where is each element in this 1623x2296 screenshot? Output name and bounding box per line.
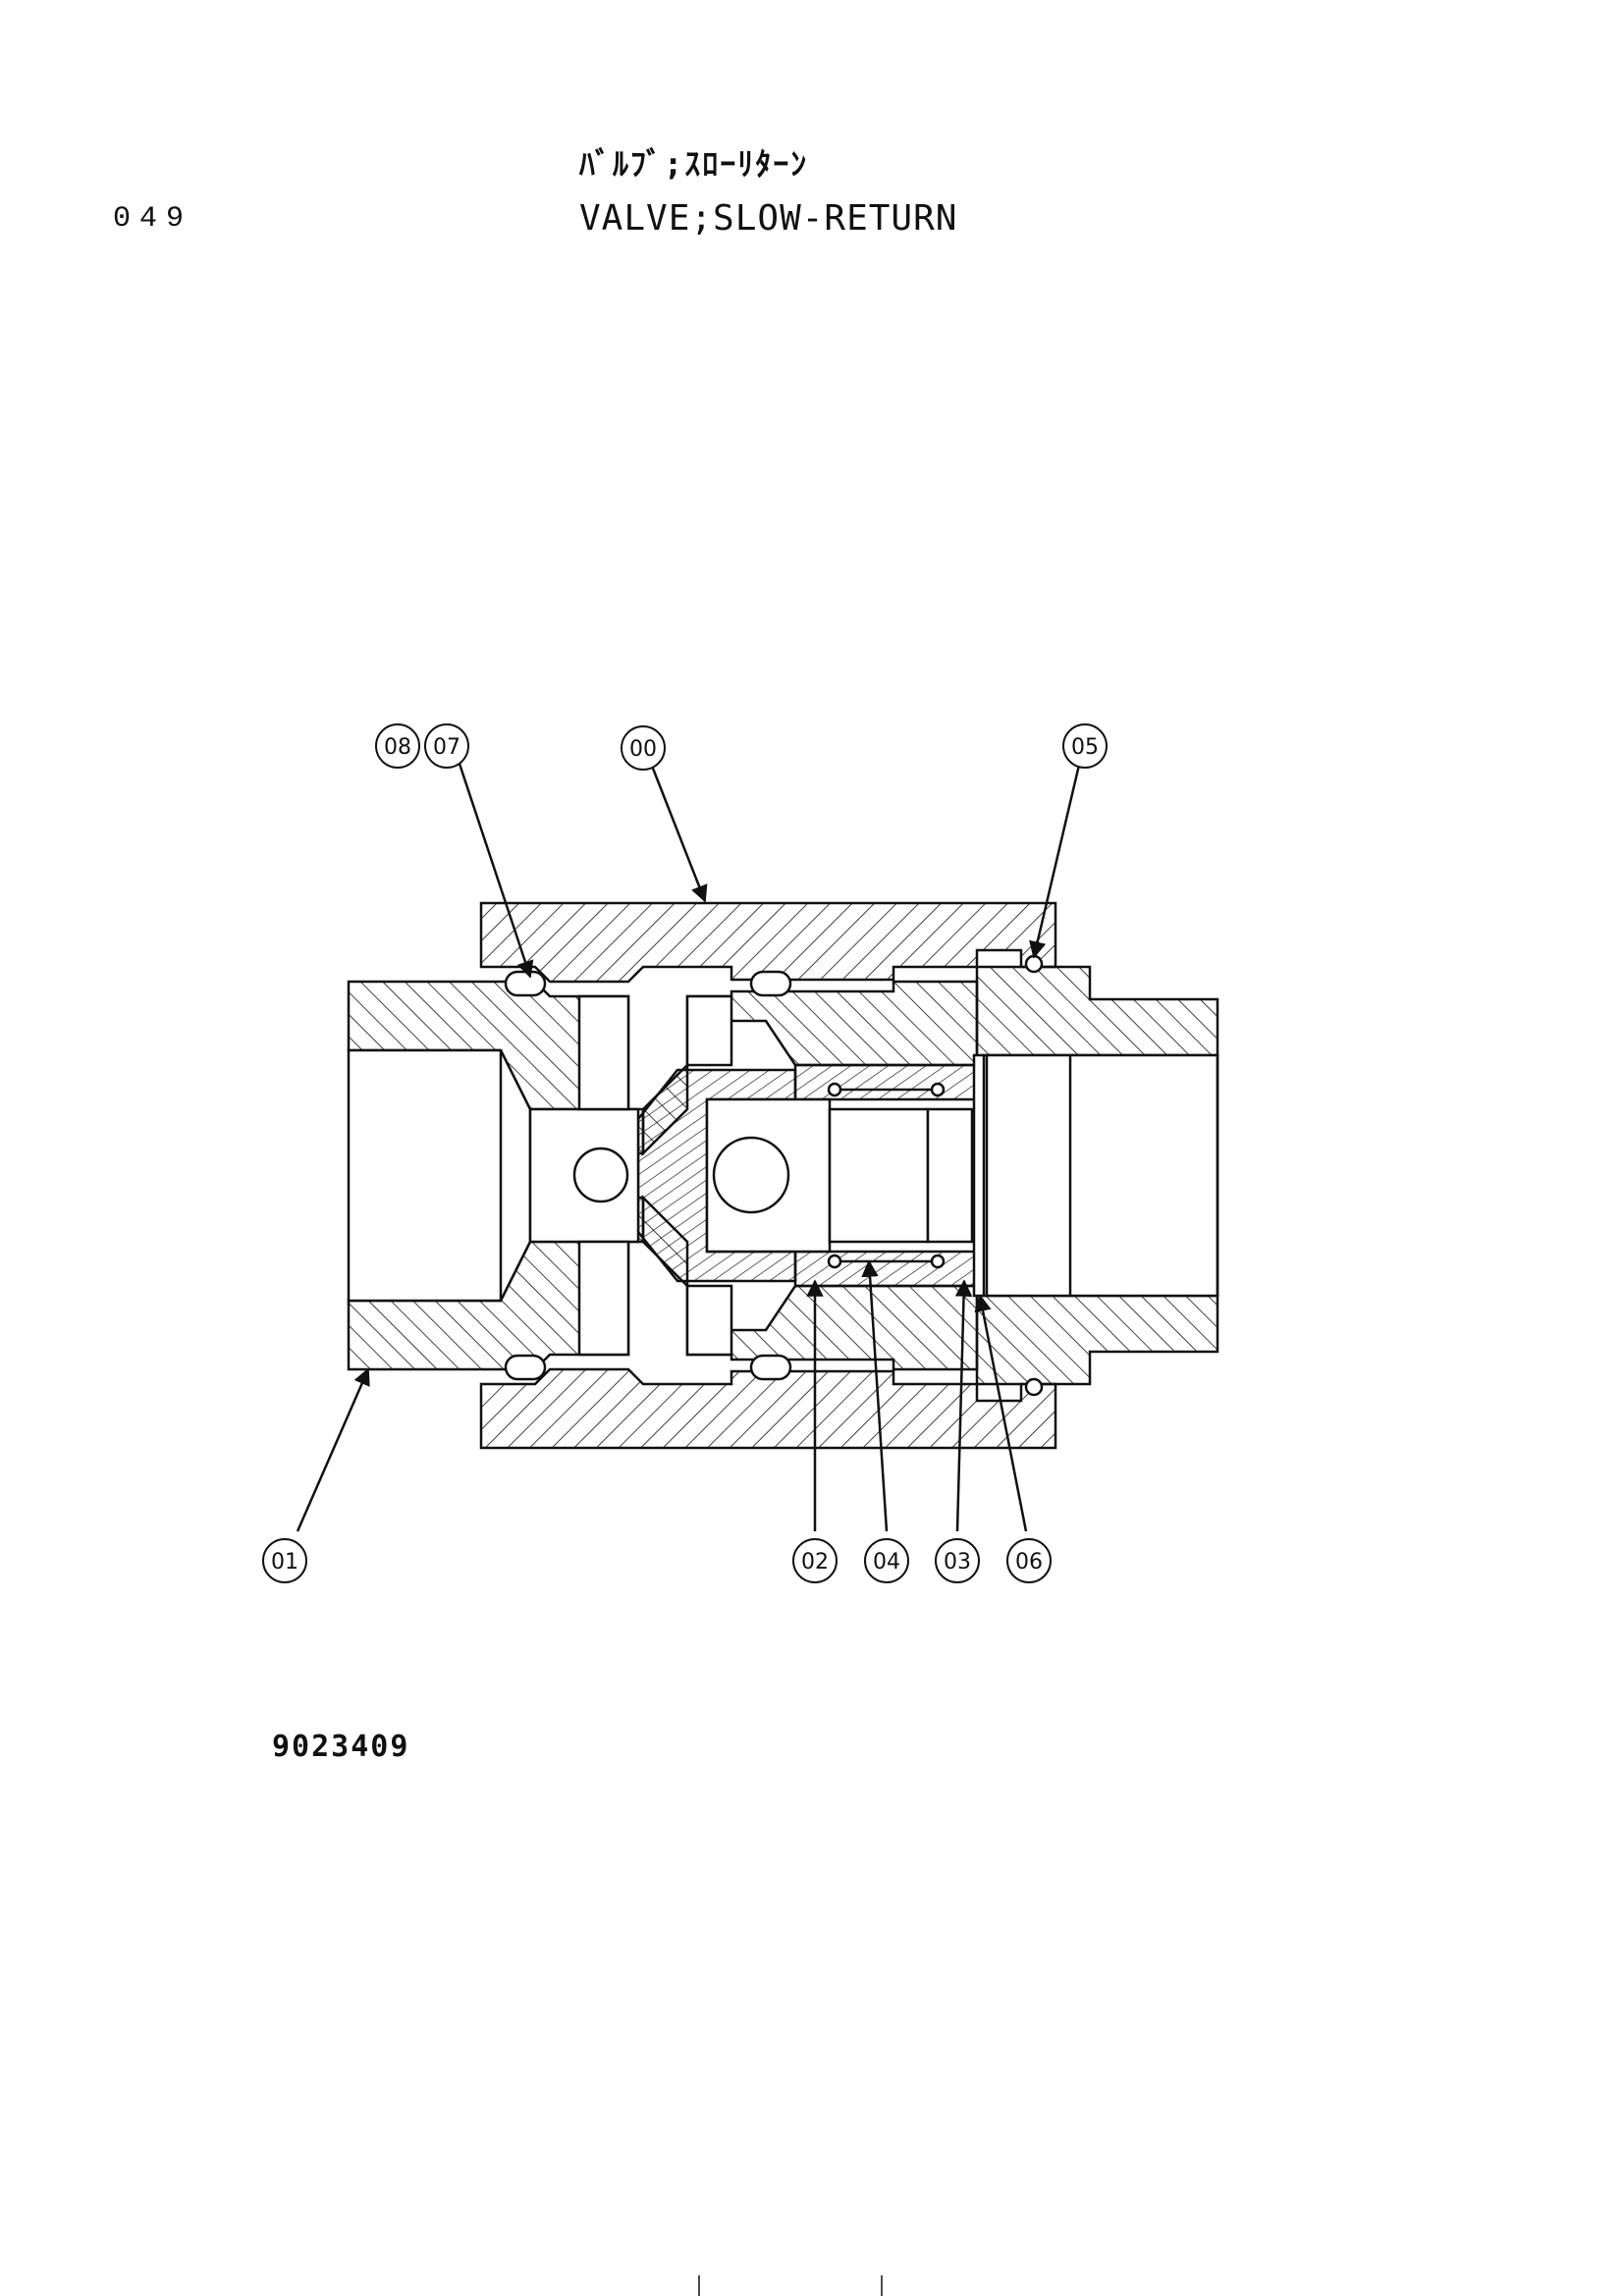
callout-06: 06 bbox=[1006, 1538, 1052, 1583]
callout-05: 05 bbox=[1062, 723, 1108, 769]
title-japanese: ﾊﾞﾙﾌﾞ;ｽﾛｰﾘﾀｰﾝ bbox=[579, 145, 809, 183]
o-ring-bottom-left bbox=[504, 1354, 547, 1381]
callout-04: 04 bbox=[864, 1538, 909, 1583]
svg-text:08: 08 bbox=[384, 735, 411, 760]
svg-text:06: 06 bbox=[1015, 1550, 1043, 1575]
spring-housing-bottom bbox=[793, 1250, 979, 1288]
fitting-bottom-right bbox=[975, 1284, 1219, 1386]
backup-ring-top bbox=[1024, 954, 1044, 974]
callout-01: 01 bbox=[262, 1538, 307, 1583]
fitting-top-right bbox=[975, 965, 1219, 1067]
o-ring-top-left bbox=[504, 970, 547, 997]
callout-00: 00 bbox=[621, 725, 666, 771]
spring-chamber bbox=[828, 1107, 930, 1244]
hole-right bbox=[712, 1136, 790, 1214]
callout-07: 07 bbox=[424, 723, 469, 769]
svg-text:03: 03 bbox=[944, 1550, 971, 1575]
title-english: VALVE;SLOW-RETURN bbox=[579, 198, 958, 239]
snap-ring bbox=[972, 1053, 986, 1298]
sleeve-bottom bbox=[479, 1367, 1057, 1450]
sleeve-top bbox=[479, 901, 1057, 984]
o-ring-top-middle bbox=[749, 970, 792, 997]
right-cone bbox=[1068, 1055, 1219, 1296]
svg-text:01: 01 bbox=[271, 1550, 298, 1575]
callout-02: 02 bbox=[792, 1538, 838, 1583]
svg-text:04: 04 bbox=[873, 1550, 900, 1575]
port-top-left bbox=[577, 994, 630, 1111]
port-bottom-left bbox=[577, 1240, 630, 1357]
backup-ring-bottom bbox=[1024, 1377, 1044, 1397]
svg-text:05: 05 bbox=[1071, 735, 1099, 760]
port-top-right bbox=[685, 994, 733, 1067]
callout-03: 03 bbox=[935, 1538, 980, 1583]
right-bore bbox=[985, 1053, 1219, 1298]
hole-left bbox=[572, 1147, 629, 1203]
left-bore bbox=[347, 1048, 503, 1303]
drawing-number: 9023409 bbox=[272, 1730, 410, 1764]
svg-text:00: 00 bbox=[629, 737, 657, 762]
callout-08: 08 bbox=[375, 723, 420, 769]
o-ring-bottom-middle bbox=[749, 1354, 792, 1381]
seat-ring bbox=[926, 1107, 974, 1244]
port-bottom-right bbox=[685, 1284, 733, 1357]
page-number: 049 bbox=[113, 202, 193, 236]
svg-text:07: 07 bbox=[433, 735, 460, 760]
svg-text:02: 02 bbox=[801, 1550, 829, 1575]
spring-housing-top bbox=[793, 1063, 979, 1101]
